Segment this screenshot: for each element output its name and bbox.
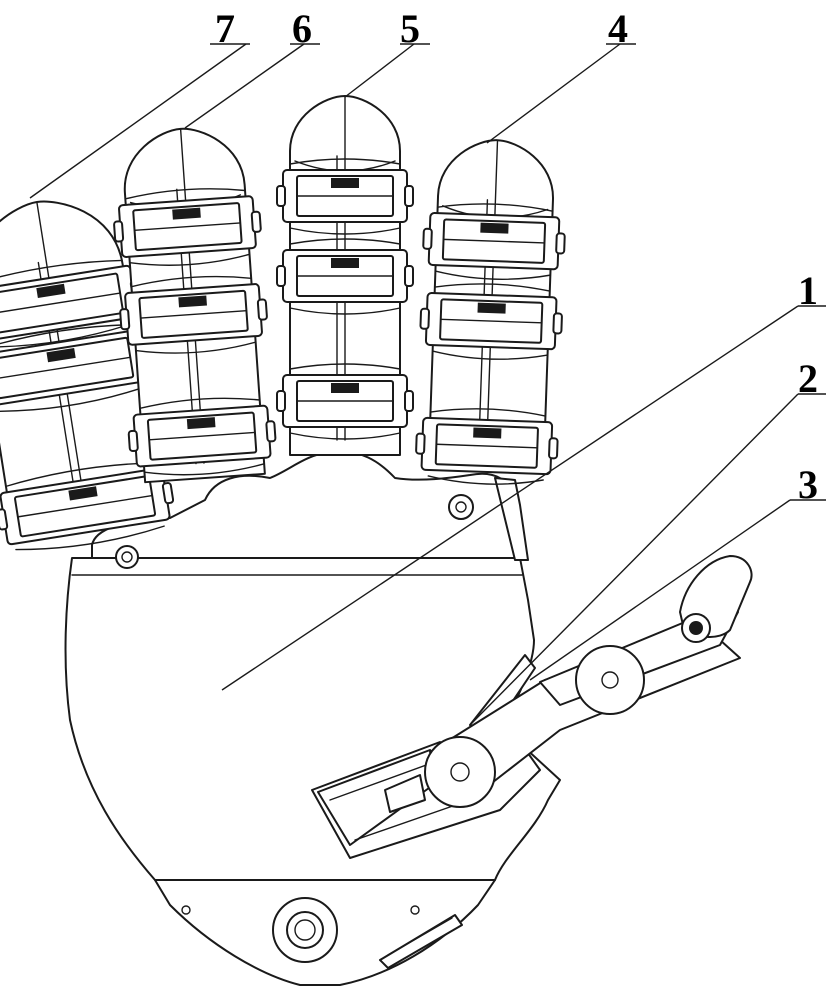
callout-1: 1	[798, 268, 818, 313]
callout-3: 3	[798, 462, 818, 507]
wrist-base	[154, 879, 496, 986]
finger-6	[113, 127, 277, 484]
finger-7	[0, 200, 175, 551]
finger-4	[415, 139, 566, 485]
thumb	[311, 555, 753, 859]
thumb-joint-middle	[575, 645, 645, 715]
wrist-joint-inner	[286, 911, 324, 949]
callout-leaders	[29, 43, 826, 726]
callout-6: 6	[292, 6, 312, 51]
callout-7: 7	[215, 6, 235, 51]
screw-right	[448, 494, 474, 520]
callout-4: 4	[608, 6, 628, 51]
callout-labels: 7 6 5 4 1 2 3	[215, 6, 818, 507]
thumb-joint-base	[424, 736, 496, 808]
callout-5: 5	[400, 6, 420, 51]
finger-5	[276, 95, 414, 456]
callout-2: 2	[798, 356, 818, 401]
fingers-group	[0, 95, 566, 551]
screw-left	[115, 545, 139, 569]
